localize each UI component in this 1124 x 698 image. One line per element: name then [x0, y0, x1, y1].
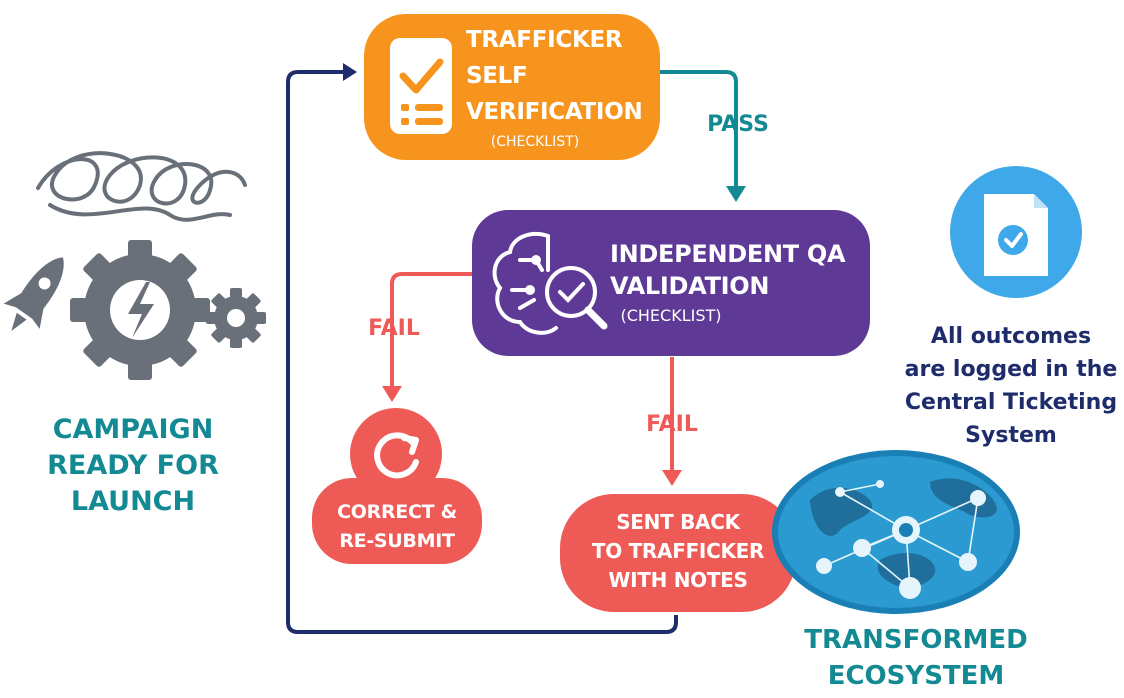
- start-title-line-2: READY FOR: [47, 450, 219, 481]
- fail-right-arrowhead: [662, 470, 682, 486]
- sent-back-line-1: SENT BACK: [616, 510, 740, 534]
- trafficker-node: TRAFFICKER SELF VERIFICATION: [466, 22, 652, 130]
- document-check-icon: [950, 166, 1082, 298]
- tangled-line: [36, 151, 247, 206]
- logging-line-1: All outcomes: [930, 324, 1092, 349]
- trafficker-title-line-2: SELF: [466, 63, 528, 89]
- rocket-gear-icon: [3, 151, 266, 380]
- logging-note: All outcomes are logged in the Central T…: [898, 320, 1124, 452]
- refresh-icon: [374, 432, 419, 479]
- correct-node: CORRECT & RE-SUBMIT: [312, 498, 482, 556]
- sent-back-node-shape: [560, 494, 796, 612]
- logging-line-2: are logged in the: [904, 357, 1118, 382]
- pass-connector: [660, 70, 738, 190]
- brain-magnifier-icon: [492, 232, 608, 335]
- correct-node-shape: [312, 408, 482, 564]
- checklist-icon: [390, 38, 452, 134]
- start-title-line-1: CAMPAIGN: [52, 414, 214, 445]
- loop-back-connector: [286, 70, 678, 634]
- qa-subtitle: (CHECKLIST): [620, 306, 722, 325]
- correct-title-line-2: RE-SUBMIT: [339, 530, 455, 552]
- qa-title-line-2: VALIDATION: [610, 272, 770, 300]
- fail-right-label: FAIL: [646, 412, 698, 437]
- start-node: CAMPAIGN READY FOR LAUNCH: [30, 412, 236, 520]
- correct-title-line-1: CORRECT &: [337, 501, 457, 523]
- trafficker-subtitle: (CHECKLIST): [490, 134, 580, 150]
- lightning-bolt: [128, 282, 154, 338]
- network-globe-icon: [772, 450, 1020, 614]
- logging-line-4: System: [965, 423, 1057, 448]
- rocket: [3, 257, 64, 331]
- sent-back-line-3: WITH NOTES: [608, 568, 748, 592]
- trafficker-title-line-1: TRAFFICKER: [466, 27, 623, 53]
- fail-left-label: FAIL: [368, 316, 420, 341]
- start-title-line-3: LAUNCH: [70, 486, 196, 517]
- loop-back-arrowhead: [343, 63, 357, 81]
- pass-arrowhead: [726, 186, 746, 202]
- pass-label: PASS: [707, 112, 769, 137]
- qa-title-line-1: INDEPENDENT QA: [610, 240, 846, 268]
- sent-back-node: SENT BACK TO TRAFFICKER WITH NOTES: [560, 508, 796, 595]
- ecosystem-line-2: ECOSYSTEM: [827, 661, 1005, 691]
- qa-node-shape: [472, 210, 870, 356]
- ecosystem-label: TRANSFORMED ECOSYSTEM: [788, 622, 1044, 694]
- fail-left-arrowhead: [382, 386, 402, 402]
- trafficker-title-line-3: VERIFICATION: [466, 99, 643, 125]
- fail-left-connector: [390, 272, 472, 390]
- logging-line-3: Central Ticketing: [904, 390, 1118, 415]
- qa-node: INDEPENDENT QA VALIDATION: [610, 238, 862, 302]
- sent-back-line-2: TO TRAFFICKER: [591, 539, 765, 563]
- ecosystem-line-1: TRANSFORMED: [804, 625, 1028, 655]
